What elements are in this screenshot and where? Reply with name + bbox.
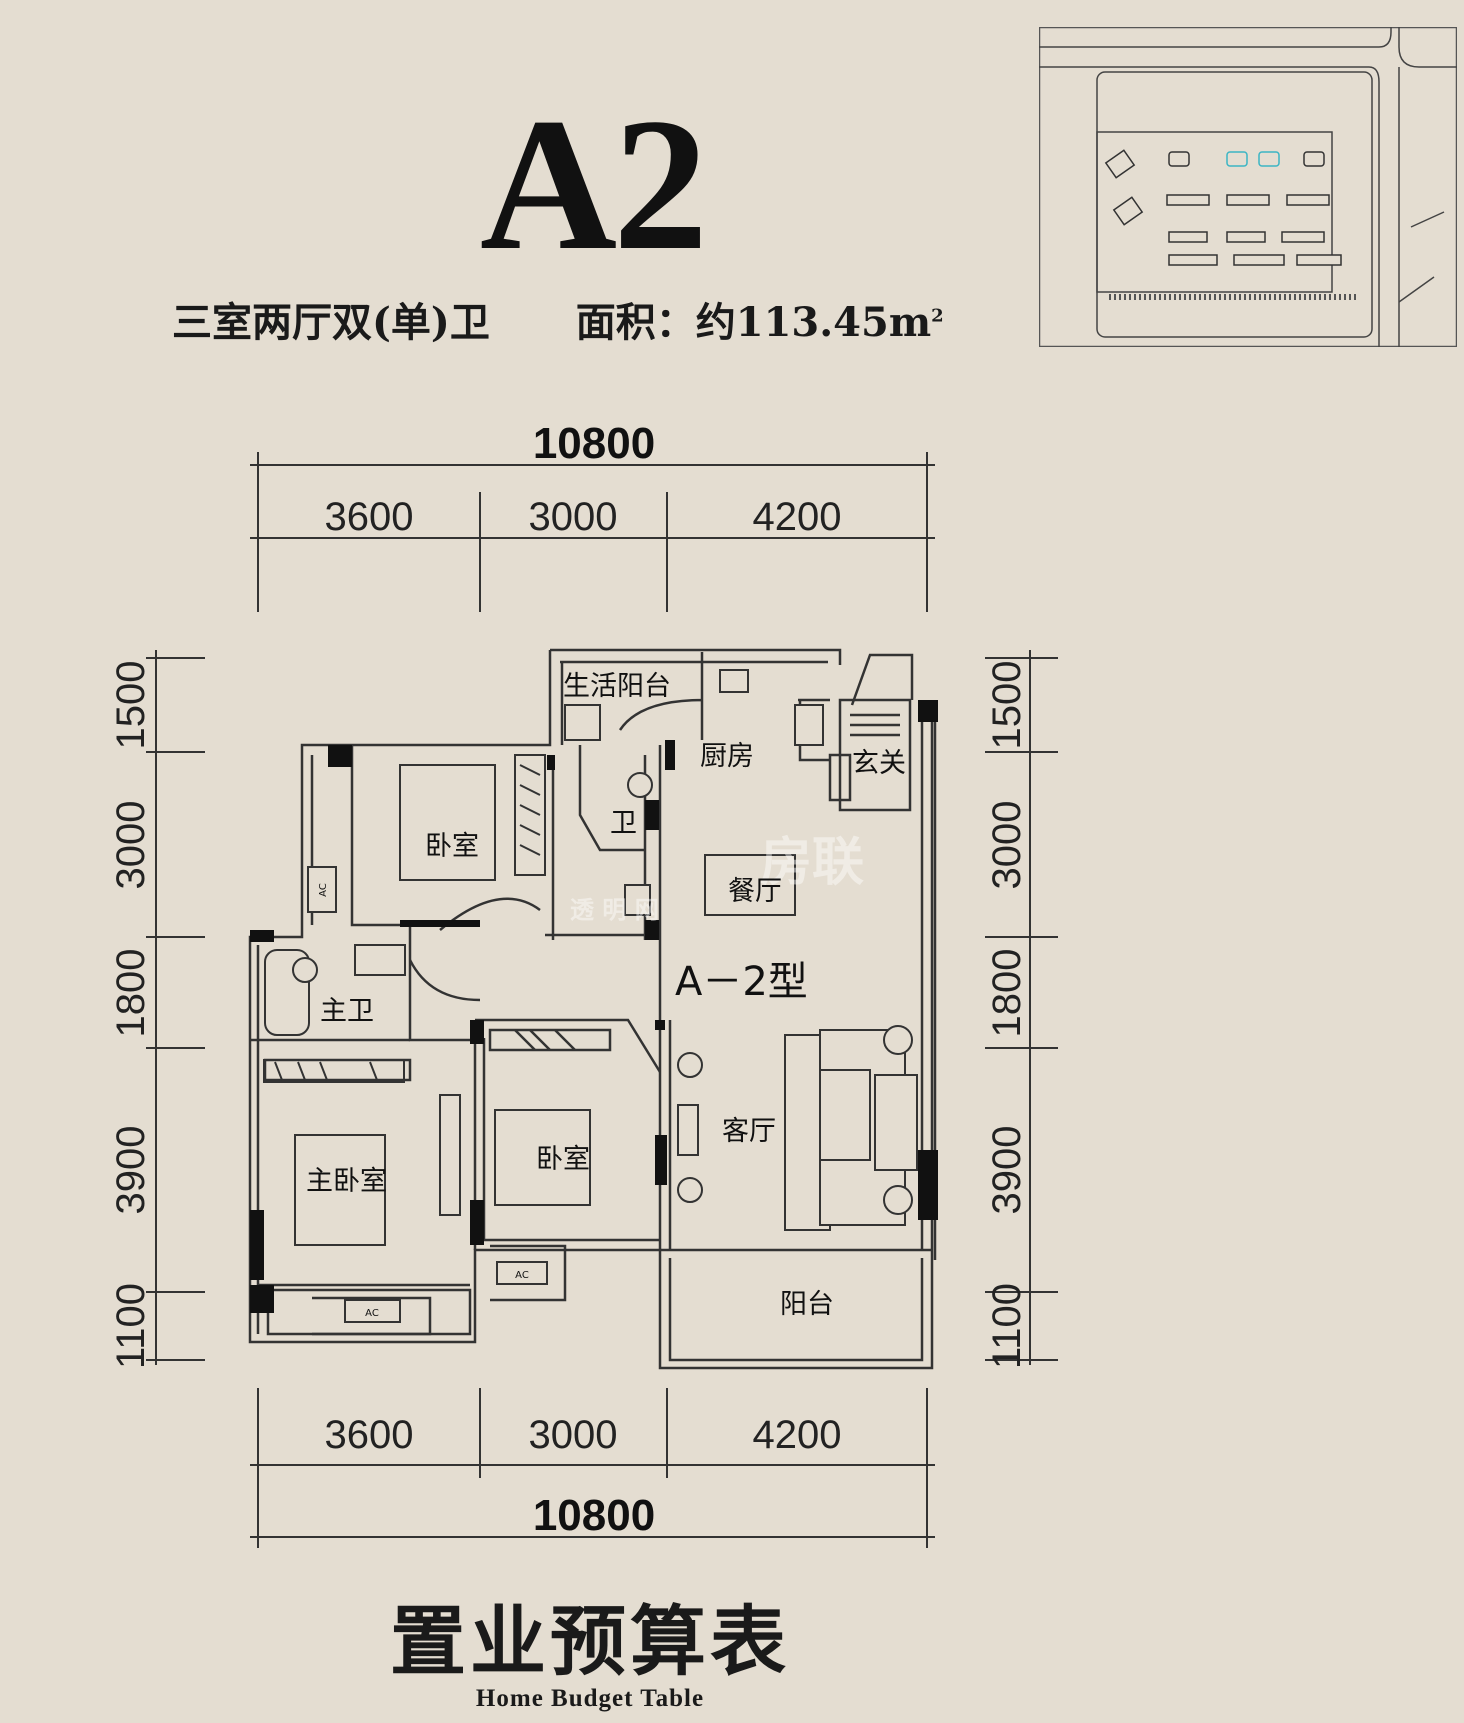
- room-kitchen: 厨房: [700, 741, 754, 772]
- washbasin-icon: [354, 944, 406, 976]
- left-dimensions: 1500 3000 1800 3900 1100: [109, 650, 205, 1369]
- budget-table-subtitle: Home Budget Table: [475, 1685, 705, 1712]
- layout-description: 三室两厅双(单)卫: [172, 299, 490, 346]
- plant-icon: [677, 1052, 703, 1078]
- bottom-dimension-3: 4200: [753, 1413, 842, 1457]
- bed-icon: [399, 764, 496, 881]
- ac-label: AC: [365, 1308, 379, 1319]
- wall-columns: [250, 700, 938, 1313]
- lamp-icon: [883, 1185, 913, 1215]
- bottom-dimension-2: 3000: [529, 1413, 618, 1457]
- lamp-icon: [883, 1025, 913, 1055]
- room-utility-balcony: 生活阳台: [563, 671, 671, 702]
- ac-units: AC AC AC: [307, 866, 548, 1323]
- right-dimensions: 1500 3000 1800 3900 1100: [985, 650, 1058, 1369]
- sofa-icon: [874, 1074, 918, 1171]
- unit-type-title: A2: [479, 80, 708, 290]
- left-dimension-3: 1800: [109, 949, 153, 1038]
- unit-subtitle: 三室两厅双(单)卫 面积：约113.45m2: [172, 290, 944, 348]
- toilet-icon: [627, 772, 653, 798]
- room-living: 客厅: [722, 1116, 776, 1147]
- room-labels: 生活阳台 厨房 玄关 卧室 卫 餐厅 主卫 主卧室 卧室 客厅 阳台 A－2型: [306, 671, 906, 1320]
- plan-type-label: A－2型: [675, 959, 808, 1005]
- watermark-logo: 房联: [760, 833, 864, 893]
- room-balcony: 阳台: [780, 1289, 834, 1320]
- top-dimension-1: 3600: [325, 495, 414, 539]
- room-entrance: 玄关: [852, 748, 906, 779]
- area-label: 面积：约113.45m: [575, 299, 932, 346]
- site-location-map: [1039, 27, 1457, 347]
- stove-icon: [794, 704, 824, 746]
- room-bath: 卫: [610, 808, 637, 839]
- left-dimension-2: 3000: [109, 801, 153, 890]
- area-superscript: 2: [931, 305, 944, 327]
- watermark: 房联 透 明 网: [570, 833, 864, 924]
- bottom-total-dimension: 10800: [533, 1491, 655, 1540]
- room-dining: 餐厅: [728, 876, 782, 907]
- wardrobes: [263, 754, 546, 1216]
- right-dimension-1: 1500: [985, 661, 1029, 750]
- coffee-table-icon: [819, 1069, 871, 1161]
- left-dimension-5: 1100: [109, 1283, 153, 1369]
- ac-label: AC: [515, 1270, 529, 1281]
- bottom-dimension-1: 3600: [325, 1413, 414, 1457]
- washbasin-icon: [624, 884, 651, 916]
- dining-table-icon: [704, 854, 796, 916]
- room-bedroom-1: 卧室: [425, 831, 479, 862]
- bottom-dimensions: 3600 3000 4200 10800: [250, 1388, 935, 1548]
- ac-label: AC: [318, 883, 329, 897]
- budget-table-title: 置业预算表: [390, 1597, 790, 1686]
- right-dimension-2: 3000: [985, 801, 1029, 890]
- plant-icon: [677, 1177, 703, 1203]
- top-total-dimension: 10800: [533, 419, 655, 468]
- fridge-icon: [719, 669, 749, 693]
- left-dimension-1: 1500: [109, 661, 153, 750]
- furniture: [264, 669, 918, 1246]
- master-bed-icon: [294, 1134, 386, 1246]
- right-dimension-4: 3900: [985, 1126, 1029, 1215]
- right-dimension-5: 1100: [985, 1283, 1029, 1369]
- bed-icon: [494, 1109, 591, 1206]
- top-dimensions: 10800 3600 3000 4200: [250, 419, 935, 612]
- room-master-bedroom: 主卧室: [306, 1166, 387, 1197]
- washing-machine-icon: [564, 704, 601, 741]
- right-dimension-3: 1800: [985, 949, 1029, 1038]
- room-master-bath: 主卫: [320, 996, 374, 1027]
- top-dimension-2: 3000: [529, 495, 618, 539]
- watermark-caption: 透 明 网: [570, 896, 659, 924]
- tv-cabinet-icon: [677, 1104, 699, 1156]
- left-dimension-4: 3900: [109, 1126, 153, 1215]
- room-bedroom-2: 卧室: [536, 1144, 590, 1175]
- toilet-icon: [292, 957, 318, 983]
- top-dimension-3: 4200: [753, 495, 842, 539]
